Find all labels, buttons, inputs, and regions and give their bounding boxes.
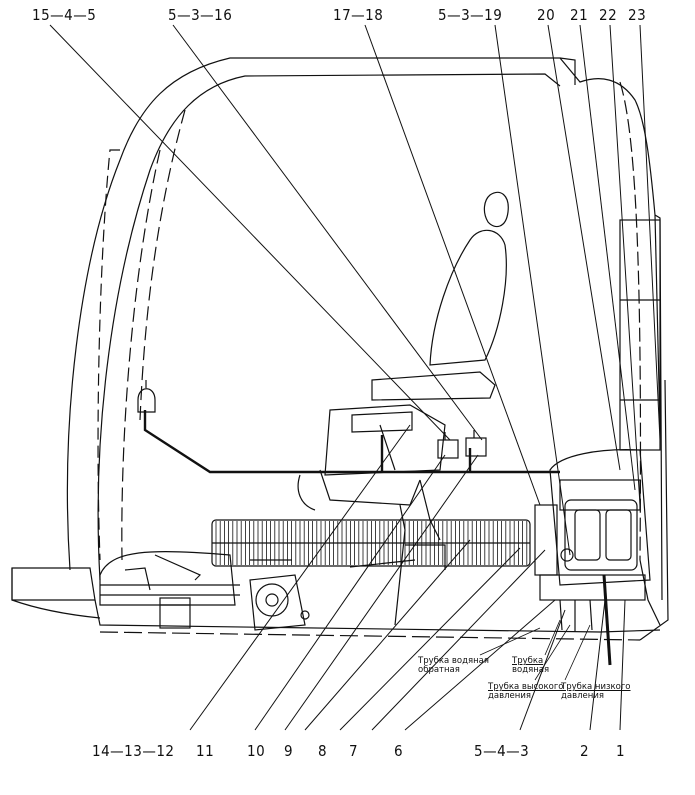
callout-17-18: 17—18 xyxy=(333,6,384,24)
mounting-bracket xyxy=(249,574,310,631)
callout-23: 23 xyxy=(628,6,647,24)
note-low-pressure-tube: Трубка низкого давления xyxy=(561,682,631,701)
callout-8: 8 xyxy=(318,742,328,760)
left-unit xyxy=(99,550,240,629)
callout-5-3-16: 5—3—16 xyxy=(168,6,233,24)
callout-22: 22 xyxy=(599,6,618,24)
cabin-outline xyxy=(11,57,669,641)
note-water-tube: Трубка водяная xyxy=(512,656,550,675)
callout-11: 11 xyxy=(196,742,215,760)
callout-5-4-3: 5—4—3 xyxy=(474,742,530,760)
cab-lamp xyxy=(137,380,156,413)
callout-7: 7 xyxy=(349,742,359,760)
note-high-pressure-tube: Трубка высокого давления xyxy=(488,682,564,701)
note-return-water-tube: Трубка водяная обратная xyxy=(418,656,489,675)
wiring-harness xyxy=(143,410,560,474)
leader-lines xyxy=(49,24,661,731)
callout-14-13-12: 14—13—12 xyxy=(92,742,175,760)
callout-5-3-19: 5—3—19 xyxy=(438,6,503,24)
callout-2: 2 xyxy=(580,742,590,760)
control-boxes xyxy=(437,430,487,459)
callout-9: 9 xyxy=(284,742,294,760)
callout-10: 10 xyxy=(247,742,266,760)
callout-6: 6 xyxy=(394,742,404,760)
callout-15-4-5: 15—4—5 xyxy=(32,6,97,24)
callout-1: 1 xyxy=(616,742,626,760)
note-leaders xyxy=(479,619,591,681)
callout-20: 20 xyxy=(537,6,556,24)
callout-21: 21 xyxy=(570,6,589,24)
